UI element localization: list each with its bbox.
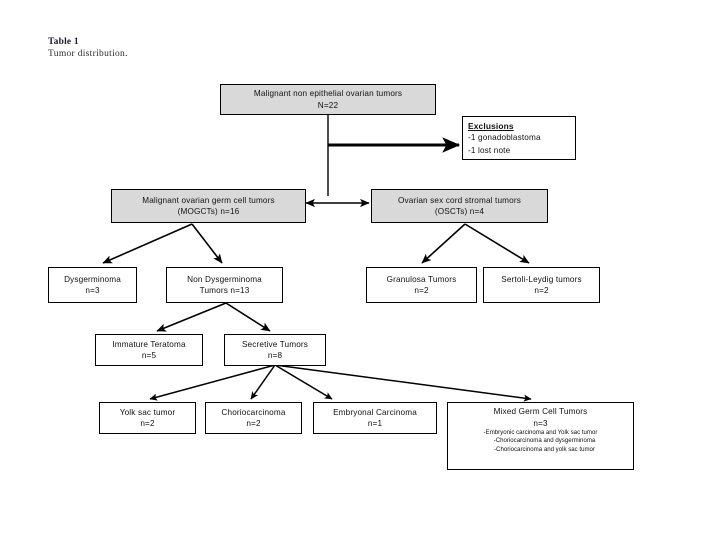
node-secretive-line1: Secretive Tumors	[241, 339, 309, 349]
node-exclusions-line2: -1 lost note	[468, 145, 511, 155]
node-choriocarcinoma-line1: Choriocarcinoma	[221, 407, 286, 417]
node-mixed-sub3: -Choriocarcinoma and yolk sac tumor	[494, 445, 595, 453]
node-mixed-germ-cell[interactable]: Mixed Germ Cell Tumors n=3 -Embryonic ca…	[447, 402, 634, 470]
node-choriocarcinoma-line2: n=2	[246, 419, 261, 428]
node-osct-line2: (OSCTs) n=4	[434, 207, 485, 216]
node-mixed-sub1: -Embryonic carcinoma and Yolk sac tumor	[483, 429, 598, 436]
edge-nondys-immature-teratoma	[156, 302, 227, 332]
node-root[interactable]: Malignant non epithelial ovarian tumors …	[220, 84, 436, 115]
edge-secretive-choriocarcinoma	[250, 364, 276, 400]
node-secretive-line2: n=8	[267, 351, 283, 360]
edge-secretive-embryonal	[274, 364, 333, 400]
caption-subtitle: Tumor distribution.	[48, 49, 128, 59]
node-dysgerminoma-line1: Dysgerminoma	[64, 274, 121, 284]
edge-mogct-non-dysgerminoma	[191, 223, 223, 264]
node-non-dysgerminoma[interactable]: Non Dysgerminoma Tumors n=13	[166, 267, 283, 303]
node-exclusions[interactable]: Exclusions -1 gonadoblastoma -1 lost not…	[462, 116, 576, 160]
node-yolk-sac[interactable]: Yolk sac tumor n=2	[99, 402, 196, 434]
node-immature-teratoma[interactable]: Immature Teratoma n=5	[95, 334, 203, 366]
node-root-line2: N=22	[317, 100, 339, 110]
node-granulosa-line1: Granulosa Tumors	[386, 274, 457, 284]
node-mogct[interactable]: Malignant ovarian germ cell tumors (MOGC…	[111, 189, 306, 223]
table-caption: Table 1 Tumor distribution.	[48, 36, 448, 60]
node-sertoli-leydig-line2: n=2	[534, 286, 549, 295]
edge-osct-sertoli-leydig	[464, 223, 530, 264]
edge-osct-granulosa	[421, 223, 466, 264]
node-sertoli-leydig[interactable]: Sertoli-Leydig tumors n=2	[483, 267, 600, 303]
node-sertoli-leydig-line1: Sertoli-Leydig tumors	[501, 274, 582, 284]
caption-title: Table 1	[48, 37, 79, 47]
node-dysgerminoma[interactable]: Dysgerminoma n=3	[48, 267, 137, 303]
node-immature-teratoma-line1: Immature Teratoma	[112, 339, 186, 349]
node-embryonal-line1: Embryonal Carcinoma	[333, 407, 417, 417]
edge-secretive-mixed	[274, 364, 532, 402]
node-mixed-line1: Mixed Germ Cell Tumors	[493, 407, 588, 416]
node-secretive[interactable]: Secretive Tumors n=8	[224, 334, 326, 366]
edge-secretive-yolk-sac	[149, 364, 276, 401]
edge-nondys-secretive	[225, 302, 271, 332]
node-osct[interactable]: Ovarian sex cord stromal tumors (OSCTs) …	[371, 189, 548, 223]
node-exclusions-line1: -1 gonadoblastoma	[468, 133, 541, 142]
node-root-line1: Malignant non epithelial ovarian tumors	[253, 89, 403, 98]
node-immature-teratoma-line2: n=5	[141, 351, 157, 360]
node-granulosa[interactable]: Granulosa Tumors n=2	[366, 267, 477, 303]
node-mogct-line2: (MOGCTs) n=16	[177, 207, 240, 216]
node-dysgerminoma-line2: n=3	[85, 286, 100, 295]
node-yolk-sac-line1: Yolk sac tumor	[119, 407, 176, 417]
node-embryonal-line2: n=1	[367, 419, 383, 428]
node-granulosa-line2: n=2	[414, 286, 429, 295]
node-embryonal[interactable]: Embryonal Carcinoma n=1	[313, 402, 437, 434]
node-osct-line1: Ovarian sex cord stromal tumors	[398, 195, 521, 205]
node-mixed-sub2: -Choriocarcinoma and dysgerminoma	[493, 437, 596, 445]
node-mogct-line1: Malignant ovarian germ cell tumors	[142, 195, 275, 205]
node-choriocarcinoma[interactable]: Choriocarcinoma n=2	[205, 402, 302, 434]
node-non-dysgerminoma-line1: Non Dysgerminoma	[187, 274, 262, 284]
node-yolk-sac-line2: n=2	[140, 419, 155, 428]
edge-mogct-dysgerminoma	[102, 223, 193, 264]
node-non-dysgerminoma-line2: Tumors n=13	[199, 286, 250, 295]
node-mixed-line2: n=3	[533, 418, 548, 428]
node-exclusions-heading: Exclusions	[468, 121, 514, 131]
